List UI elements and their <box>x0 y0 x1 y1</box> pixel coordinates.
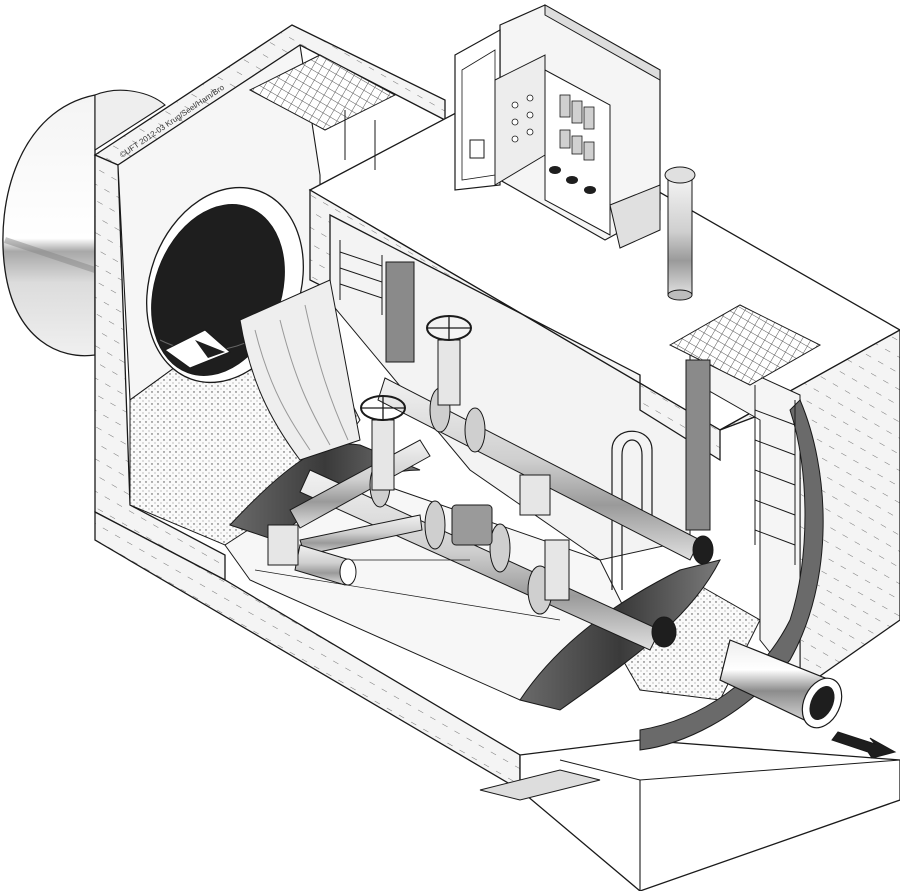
inflow-pipe <box>2 89 166 357</box>
vent-stack <box>664 166 696 301</box>
ladder-right <box>754 385 796 565</box>
outflow-pipe <box>719 639 843 729</box>
gate-valve-lower <box>360 395 406 491</box>
ladder-left <box>339 110 383 315</box>
discharge-pipework <box>254 377 714 651</box>
wall-columns <box>385 261 711 531</box>
inflow-opening <box>146 186 361 461</box>
vent-return-pipe <box>611 430 653 590</box>
gate-valve-upper <box>426 315 472 406</box>
pump-motor <box>267 524 357 586</box>
outflow-arrow <box>831 731 897 759</box>
grate-right <box>668 304 822 386</box>
check-valve <box>451 474 570 601</box>
control-cabinet <box>454 4 661 249</box>
grate-left <box>248 54 397 131</box>
